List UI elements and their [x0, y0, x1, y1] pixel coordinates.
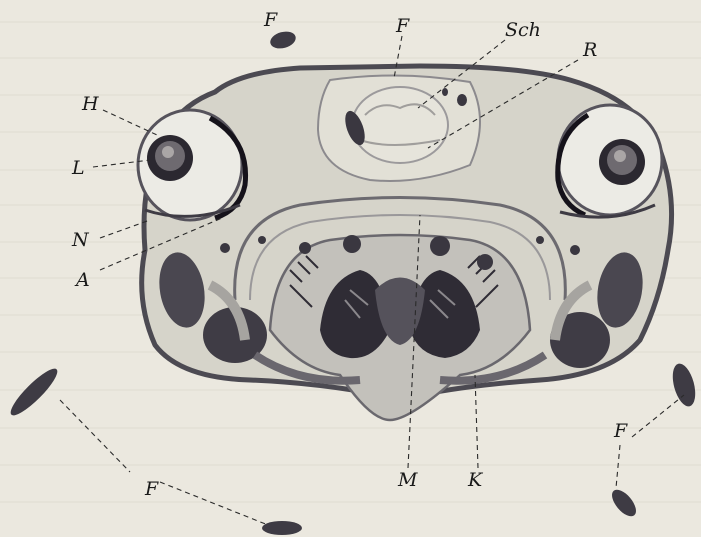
label-H: H: [81, 93, 99, 115]
label-K: K: [467, 469, 484, 491]
brain-region: [352, 87, 448, 163]
label-N: N: [71, 229, 90, 251]
label-Sch: Sch: [505, 19, 541, 41]
label-M: M: [397, 469, 418, 491]
label-F-bottom-left: F: [144, 478, 159, 500]
label-F-top-left: F: [263, 9, 278, 31]
label-L: L: [71, 157, 85, 179]
label-A: A: [74, 269, 90, 291]
right-eye: [558, 105, 662, 217]
label-F-top: F: [395, 15, 410, 37]
label-F-right: F: [613, 420, 628, 442]
label-R: R: [582, 39, 597, 61]
